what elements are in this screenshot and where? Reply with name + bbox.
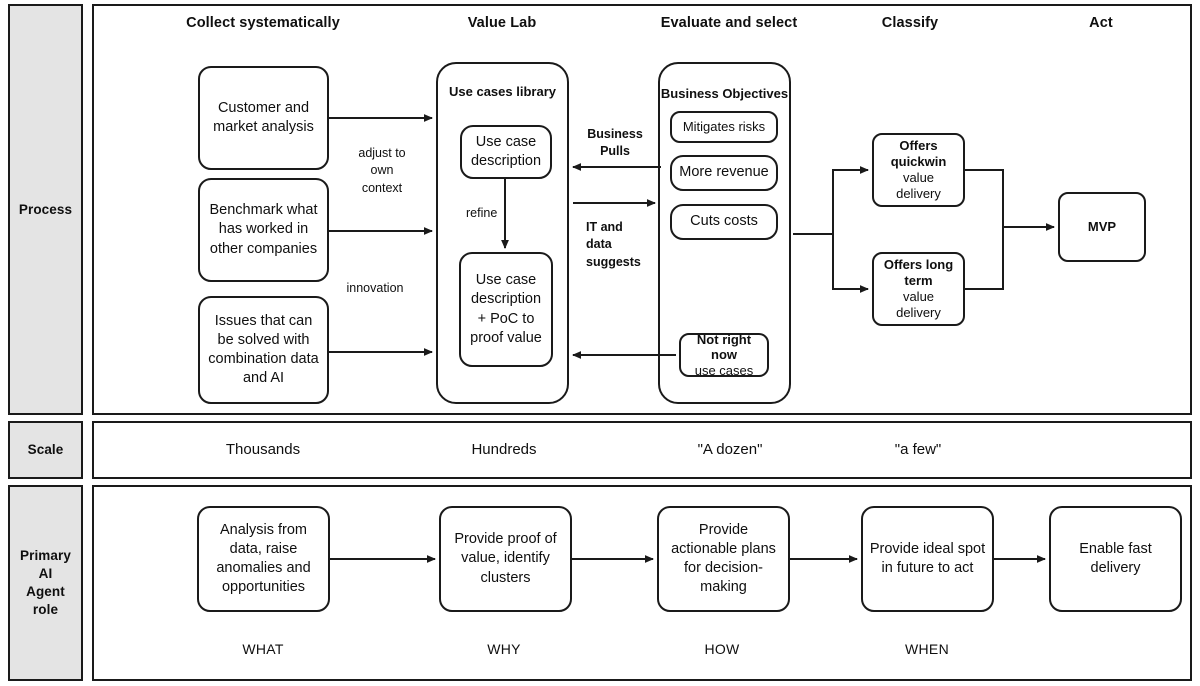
row-label-process: Process	[8, 4, 83, 415]
column-header-collect: Collect systematically	[186, 15, 340, 31]
edge-label-it-and-data-suggests: IT and data suggests	[586, 220, 641, 269]
node-customer-market-analysis[interactable]: Customer and market analysis	[198, 66, 329, 170]
row-label-process-text: Process	[18, 201, 73, 217]
panel-scale	[92, 421, 1192, 479]
node-agent-ideal-spot[interactable]: Provide ideal spot in future to act	[861, 506, 994, 612]
scale-value-classify: "a few"	[894, 441, 942, 458]
group-use-cases-library-title: Use cases library	[449, 84, 556, 99]
node-objective-more-revenue-label: More revenue	[679, 164, 769, 181]
node-use-case-description-label: Use case description	[470, 133, 542, 169]
edge-label-business-pulls: Business Pulls	[587, 127, 643, 159]
node-objective-cuts-costs-label: Cuts costs	[690, 213, 758, 230]
row-label-agent-role-text: Primary AI Agent role	[20, 548, 71, 617]
node-objective-more-revenue[interactable]: More revenue	[670, 155, 778, 191]
row-label-agent-role: Primary AI Agent role	[8, 485, 83, 681]
scale-value-value-lab: Hundreds	[471, 441, 537, 458]
node-objective-mitigates-risks[interactable]: Mitigates risks	[670, 111, 778, 143]
column-header-classify: Classify	[881, 15, 939, 31]
column-header-evaluate: Evaluate and select	[660, 15, 798, 31]
row-label-scale: Scale	[8, 421, 83, 479]
node-agent-analysis-label: Analysis from data, raise anomalies and …	[216, 521, 311, 596]
node-agent-fast-delivery[interactable]: Enable fast delivery	[1049, 506, 1182, 612]
node-agent-actionable-plans-label: Provide actionable plans for decision-ma…	[671, 521, 776, 596]
node-agent-actionable-plans[interactable]: Provide actionable plans for decision-ma…	[657, 506, 790, 612]
scale-value-evaluate: "A dozen"	[697, 441, 763, 458]
scale-value-collect: Thousands	[225, 441, 301, 458]
node-not-right-now-bold-label: Not right now	[696, 331, 752, 363]
node-offers-long-term-bold-label: Offers long term	[883, 256, 954, 288]
node-agent-ideal-spot-label: Provide ideal spot in future to act	[869, 540, 986, 576]
edge-label-innovation: innovation	[346, 281, 404, 295]
node-benchmark-other-companies-label: Benchmark what has worked in other compa…	[209, 202, 318, 257]
node-issues-data-and-ai[interactable]: Issues that can be solved with combinati…	[198, 296, 329, 404]
node-offers-quickwin-plain-label: value delivery	[896, 170, 941, 202]
node-issues-data-and-ai-label: Issues that can be solved with combinati…	[208, 312, 319, 387]
caption-what: WHAT	[242, 641, 284, 657]
node-not-right-now-plain-label: use cases	[694, 362, 754, 378]
group-business-objectives-title: Business Objectives	[660, 86, 789, 101]
node-agent-proof-of-value[interactable]: Provide proof of value, identify cluster…	[439, 506, 572, 612]
node-offers-long-term-value[interactable]: Offers long term value delivery	[872, 252, 965, 326]
caption-when: WHEN	[905, 641, 949, 657]
node-offers-long-term-plain-label: value delivery	[896, 289, 941, 321]
node-agent-proof-of-value-label: Provide proof of value, identify cluster…	[454, 531, 557, 586]
node-mvp-label: MVP	[1087, 219, 1117, 235]
edge-label-adjust-to-own-context: adjust to own context	[358, 146, 406, 195]
row-label-scale-text: Scale	[27, 442, 64, 458]
node-use-case-description-poc-label: Use case description + PoC to proof valu…	[470, 272, 542, 346]
node-agent-fast-delivery-label: Enable fast delivery	[1079, 540, 1152, 576]
caption-how: HOW	[704, 641, 740, 657]
node-offers-quickwin[interactable]: Offers quickwin value delivery	[872, 133, 965, 207]
node-use-case-description-poc[interactable]: Use case description + PoC to proof valu…	[459, 252, 553, 367]
caption-why: WHY	[487, 641, 521, 657]
node-benchmark-other-companies[interactable]: Benchmark what has worked in other compa…	[198, 178, 329, 282]
node-not-right-now-use-cases[interactable]: Not right now use cases	[679, 331, 769, 378]
edge-label-refine: refine	[466, 206, 498, 220]
node-agent-analysis[interactable]: Analysis from data, raise anomalies and …	[197, 506, 330, 612]
node-objective-cuts-costs[interactable]: Cuts costs	[670, 204, 778, 240]
node-offers-quickwin-bold-label: Offers quickwin	[890, 137, 947, 169]
node-objective-mitigates-risks-label: Mitigates risks	[682, 119, 766, 135]
node-customer-market-analysis-label: Customer and market analysis	[213, 99, 314, 135]
column-header-value-lab: Value Lab	[467, 15, 537, 31]
node-mvp[interactable]: MVP	[1058, 192, 1146, 262]
node-use-case-description[interactable]: Use case description	[460, 125, 552, 179]
column-header-act: Act	[1089, 15, 1113, 31]
